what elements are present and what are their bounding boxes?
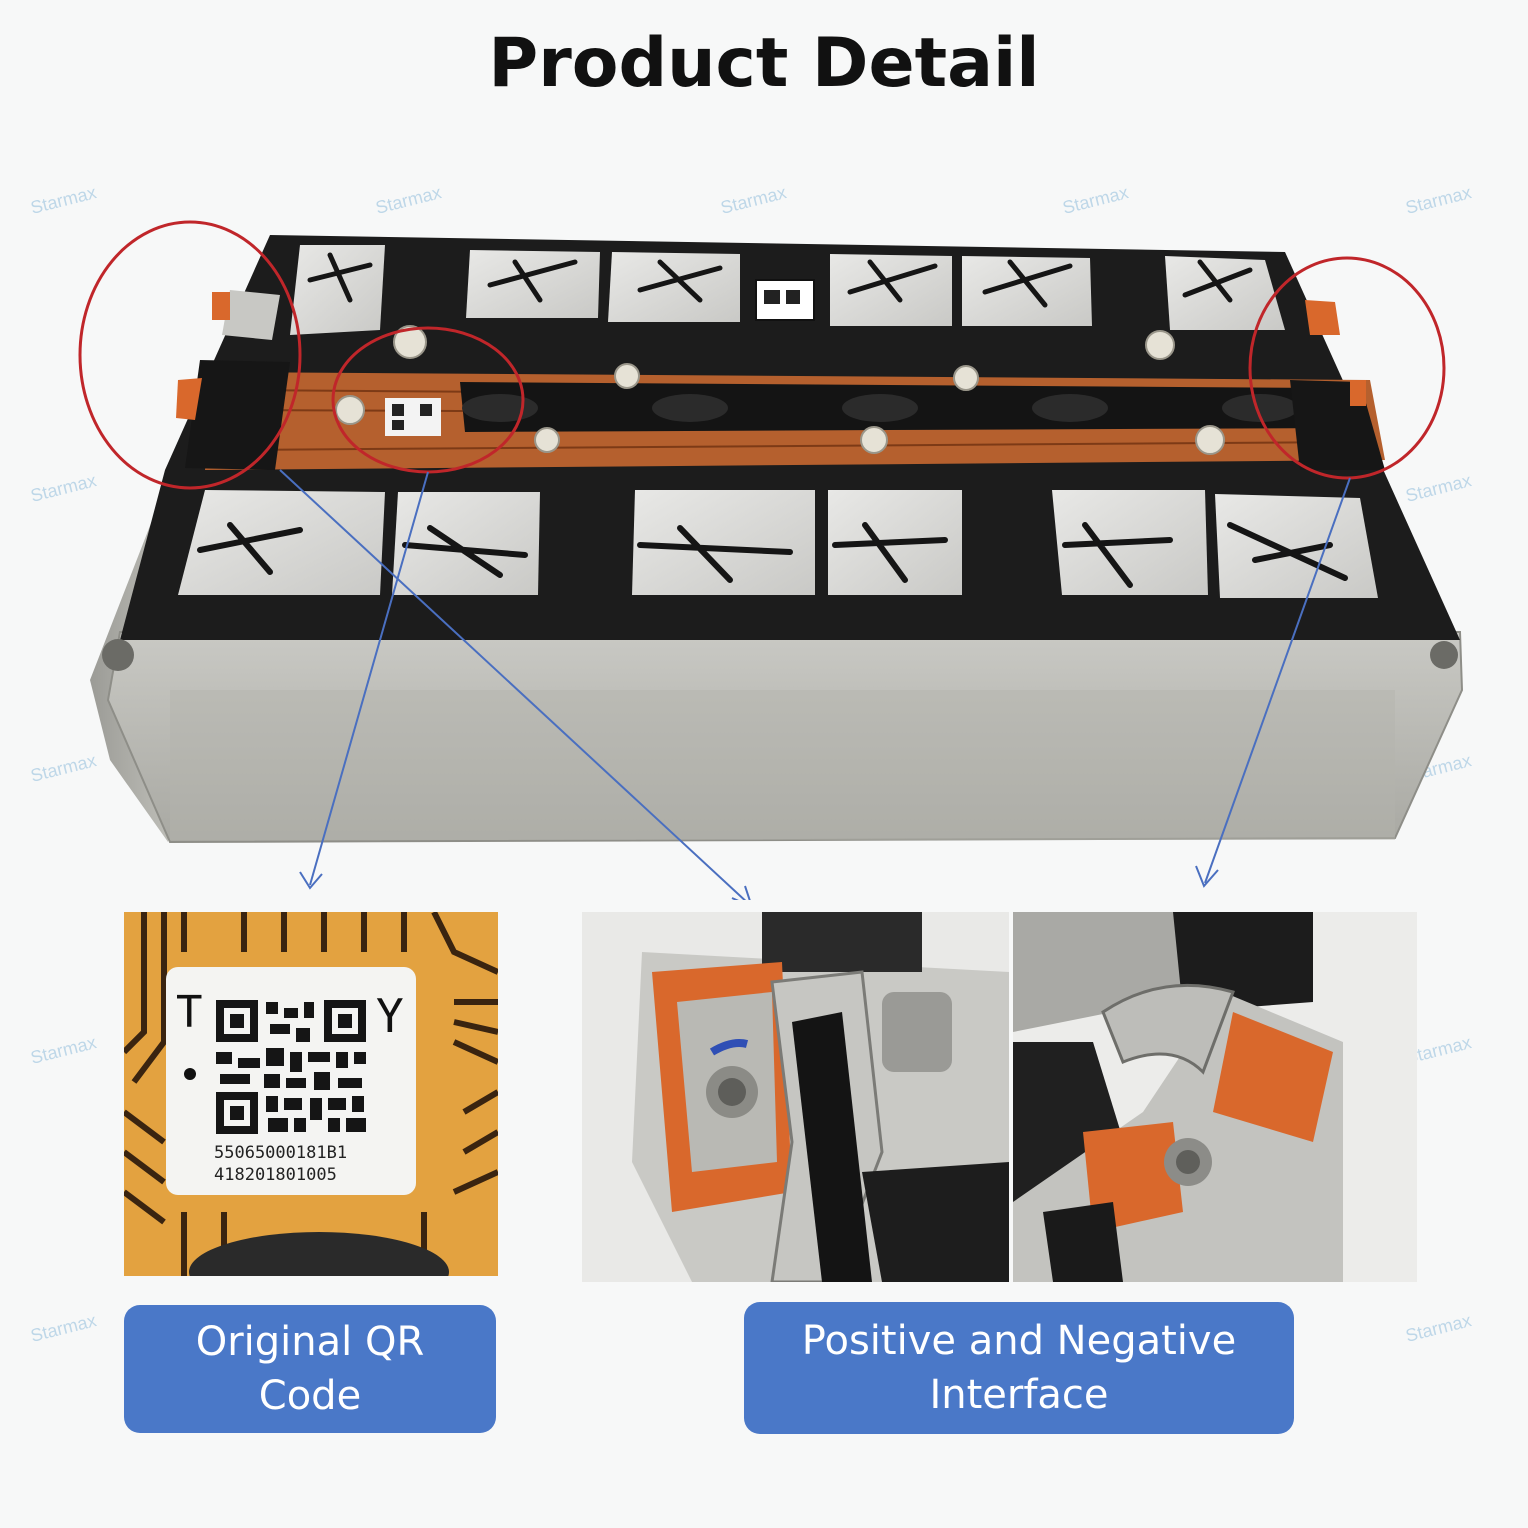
case-front	[106, 631, 1464, 844]
qr-serial-line-1: 55065000181B1	[214, 1143, 347, 1163]
caption-interface-line1: Positive and Negative	[801, 1318, 1237, 1364]
left-terminal	[185, 360, 290, 470]
pcb-qr-sticker	[385, 398, 441, 436]
watermark: Starmax	[28, 1032, 99, 1068]
callout-circle-right	[1248, 256, 1446, 480]
qr-mark-left: T	[176, 987, 203, 1038]
terminal-interface-photo-left	[582, 912, 1009, 1282]
battery-module-illustration	[78, 220, 1464, 900]
qr-code-detail-photo: T Y 55065000181B1 418201801005	[124, 912, 498, 1276]
caption-qr-line2: Code	[258, 1373, 362, 1419]
qr-serial-line-2: 418201801005	[214, 1165, 337, 1185]
qr-code-icon	[216, 1000, 366, 1134]
caption-interface-line2: Interface	[929, 1372, 1109, 1418]
lower-cell-row	[178, 490, 1378, 598]
callout-circle-left	[78, 220, 302, 490]
page-title: Product Detail	[488, 24, 1040, 103]
terminal-interface-photo-right	[1013, 912, 1417, 1282]
caption-qr-line1: Original QR	[195, 1319, 425, 1365]
caption-original-qr-code: Original QR Code	[124, 1305, 496, 1433]
qr-mark-right: Y	[376, 989, 404, 1043]
caption-positive-negative-interface: Positive and Negative Interface	[744, 1302, 1294, 1434]
watermark: Starmax	[28, 1310, 99, 1346]
watermark: Starmax	[1403, 1310, 1474, 1346]
